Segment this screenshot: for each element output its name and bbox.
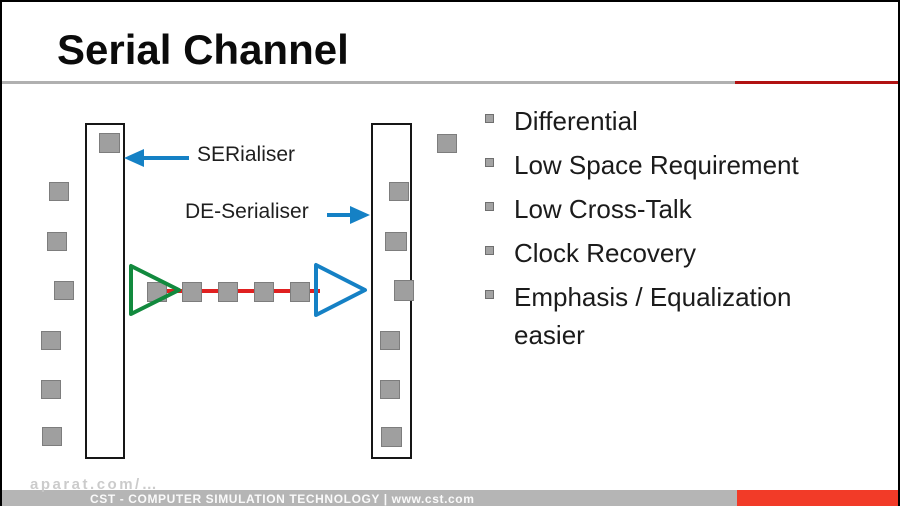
- bullet-square-icon: [485, 246, 494, 255]
- channel-node-square: [218, 282, 238, 302]
- bullet-text: Low Space Requirement: [514, 150, 799, 180]
- bullet-text: Differential: [514, 106, 638, 136]
- serialiser-arrow-head-icon: [124, 149, 144, 167]
- channel-node-square: [182, 282, 202, 302]
- channel-node-square: [147, 282, 167, 302]
- pin-square: [54, 281, 74, 300]
- bullet-text: Clock Recovery: [514, 238, 697, 268]
- bullet-square-icon: [485, 202, 494, 211]
- slide-title: Serial Channel: [57, 26, 349, 73]
- title-divider-gray: [2, 81, 735, 84]
- deserialiser-label: DE-Serialiser: [185, 200, 309, 223]
- receiver-triangle-icon: [314, 263, 367, 317]
- bullet-list: Differential Low Space Requirement Low C…: [485, 102, 860, 360]
- deserialiser-arrow-head-icon: [350, 206, 370, 224]
- bullet-text: Emphasis / Equalization easier: [514, 282, 792, 350]
- bullet-square-icon: [485, 158, 494, 167]
- title-divider: [2, 81, 898, 84]
- pin-square: [385, 232, 407, 251]
- bullet-square-icon: [485, 290, 494, 299]
- list-item: Emphasis / Equalization easier: [485, 278, 860, 354]
- pin-square: [41, 331, 61, 350]
- pin-square: [380, 380, 400, 399]
- list-item: Clock Recovery: [485, 234, 860, 272]
- video-watermark: aparat.com/…: [30, 476, 160, 493]
- list-item: Low Space Requirement: [485, 146, 860, 184]
- left-chip-rect: [85, 123, 125, 459]
- bullet-text: Low Cross-Talk: [514, 194, 692, 224]
- footer-bar: CST - COMPUTER SIMULATION TECHNOLOGY | w…: [2, 490, 898, 506]
- pin-square: [47, 232, 67, 251]
- channel-node-square: [254, 282, 274, 302]
- pin-square: [42, 427, 62, 446]
- list-item: Low Cross-Talk: [485, 190, 860, 228]
- footer-bar-red-accent: [737, 490, 898, 506]
- pin-square: [41, 380, 61, 399]
- serialiser-label: SERialiser: [197, 143, 296, 166]
- list-item: Differential: [485, 102, 860, 140]
- pin-square: [389, 182, 409, 201]
- pin-square: [380, 331, 400, 350]
- pin-square: [381, 427, 402, 447]
- pin-square: [394, 280, 414, 301]
- pin-square: [49, 182, 69, 201]
- pin-square: [99, 133, 120, 153]
- bullet-square-icon: [485, 114, 494, 123]
- footer-text: CST - COMPUTER SIMULATION TECHNOLOGY | w…: [90, 492, 475, 506]
- pin-square: [437, 134, 457, 153]
- footer-bar-gray: [2, 490, 737, 506]
- title-divider-red-accent: [735, 81, 898, 84]
- channel-node-square: [290, 282, 310, 302]
